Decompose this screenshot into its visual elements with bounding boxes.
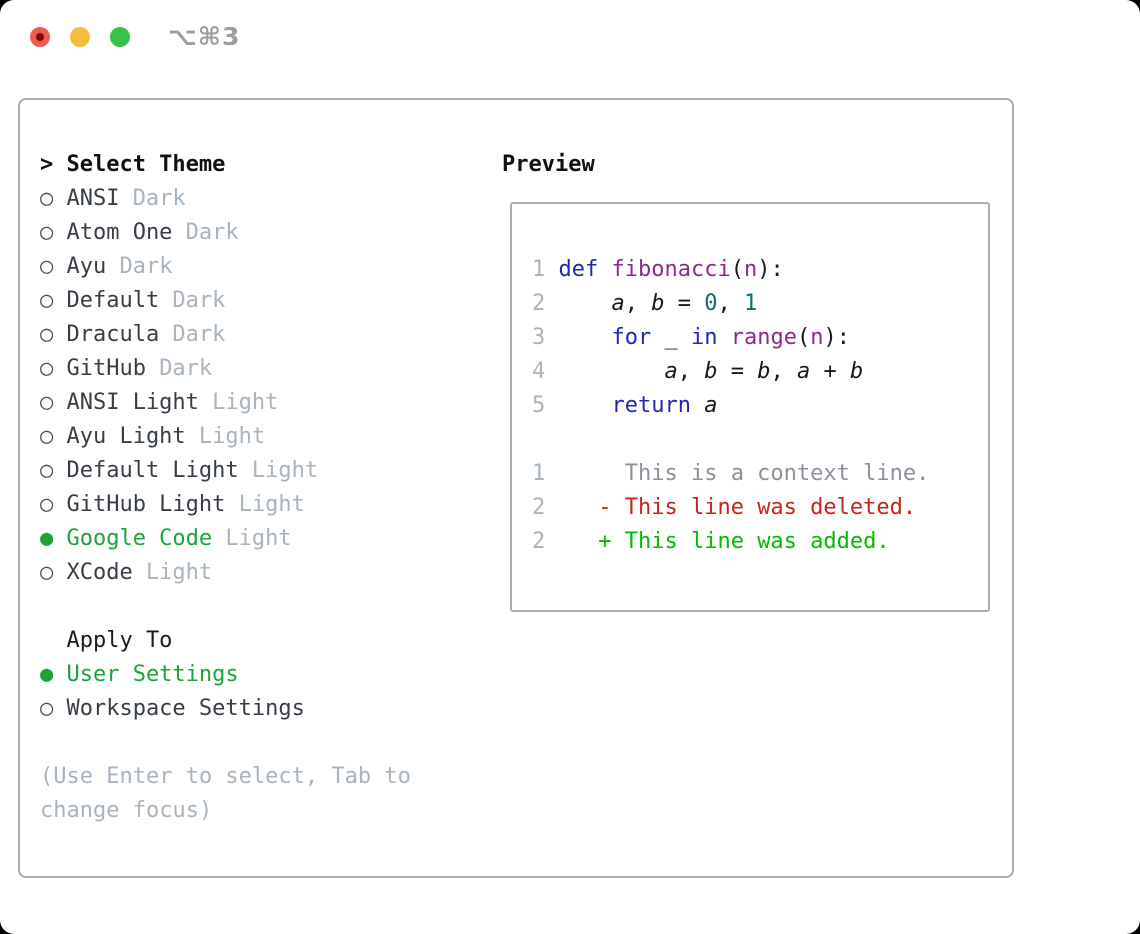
option-variant: Dark: [172, 288, 226, 313]
apply-to-label: Apply To: [66, 628, 173, 653]
line-number: 1: [532, 461, 546, 486]
option-label: Atom One: [66, 220, 173, 245]
theme-option[interactable]: ○ Default Dark: [40, 284, 480, 318]
option-variant: Light: [212, 390, 279, 415]
preview-line: 4 a, b = b, a + b: [532, 359, 864, 384]
minimize-button[interactable]: [70, 27, 90, 47]
preview-line: 2 - This line was deleted.: [532, 495, 917, 520]
radio-unselected-icon[interactable]: ○: [40, 560, 54, 585]
radio-unselected-icon[interactable]: ○: [40, 696, 54, 721]
cursor-icon: >: [40, 152, 54, 177]
option-variant: Dark: [185, 220, 239, 245]
option-variant: Light: [238, 492, 305, 517]
help-text: (Use Enter to select, Tab to change focu…: [40, 764, 411, 823]
zoom-button[interactable]: [110, 27, 130, 47]
option-variant: Light: [251, 458, 319, 483]
apply-option[interactable]: ● User Settings: [40, 658, 480, 692]
theme-option[interactable]: ○ Default Light Light: [40, 454, 480, 488]
theme-option[interactable]: ○ Ayu Dark: [40, 250, 480, 284]
apply-to-list: ● User Settings ○ Workspace Settings: [40, 658, 480, 726]
option-label: Dracula: [66, 322, 160, 347]
line-number: 5: [532, 393, 546, 418]
radio-selected-icon[interactable]: ●: [40, 662, 54, 687]
option-label: User Settings: [66, 662, 239, 687]
option-variant: Light: [198, 424, 266, 449]
close-dot-icon: [36, 33, 44, 41]
option-label: ANSI Light: [66, 390, 199, 415]
theme-option[interactable]: ○ Dracula Dark: [40, 318, 480, 352]
option-label: Default Light: [66, 458, 239, 483]
theme-option[interactable]: ○ GitHub Light Light: [40, 488, 480, 522]
theme-option[interactable]: ● Google Code Light: [40, 522, 480, 556]
preview-line: 1 def fibonacci(n):: [532, 257, 784, 282]
window-title: ⌥⌘3: [168, 22, 241, 51]
option-variant: Dark: [119, 254, 173, 279]
radio-unselected-icon[interactable]: ○: [40, 322, 54, 347]
radio-unselected-icon[interactable]: ○: [40, 424, 54, 449]
option-label: Default: [66, 288, 160, 313]
option-variant: Dark: [172, 322, 226, 347]
apply-option[interactable]: ○ Workspace Settings: [40, 692, 480, 726]
radio-unselected-icon[interactable]: ○: [40, 254, 54, 279]
radio-unselected-icon[interactable]: ○: [40, 390, 54, 415]
theme-option[interactable]: ○ GitHub Dark: [40, 352, 480, 386]
theme-option[interactable]: ○ Atom One Dark: [40, 216, 480, 250]
option-label: Google Code: [66, 526, 213, 551]
option-label: Workspace Settings: [66, 696, 305, 721]
preview-line: 3 for _ in range(n):: [532, 325, 850, 350]
apply-to-indent: [40, 624, 53, 658]
radio-selected-icon[interactable]: ●: [40, 526, 54, 551]
option-label: GitHub Light: [66, 492, 226, 517]
line-number: 2: [532, 291, 546, 316]
line-number: 1: [532, 257, 546, 282]
radio-unselected-icon[interactable]: ○: [40, 492, 54, 517]
preview-line: 2 + This line was added.: [532, 529, 890, 554]
radio-unselected-icon[interactable]: ○: [40, 458, 54, 483]
theme-option[interactable]: ○ Ayu Light Light: [40, 420, 480, 454]
preview-line: [532, 423, 988, 457]
option-label: Ayu Light: [66, 424, 186, 449]
theme-option[interactable]: ○ ANSI Light Light: [40, 386, 480, 420]
radio-unselected-icon[interactable]: ○: [40, 288, 54, 313]
preview-line: 5 return a: [532, 393, 718, 418]
preview-box: 1 def fibonacci(n): 2 a, b = 0, 1 3 for _ …: [510, 202, 990, 612]
apply-to-header: Apply To: [40, 624, 480, 658]
option-label: ANSI: [66, 186, 120, 211]
radio-unselected-icon[interactable]: ○: [40, 356, 54, 381]
line-number: 2: [532, 529, 546, 554]
titlebar: [30, 26, 150, 48]
option-variant: Dark: [159, 356, 213, 381]
theme-option[interactable]: ○ ANSI Dark: [40, 182, 480, 216]
preview-header: Preview: [502, 152, 595, 177]
preview-code: 1 def fibonacci(n): 2 a, b = 0, 1 3 for _ …: [512, 204, 988, 559]
radio-unselected-icon[interactable]: ○: [40, 186, 54, 211]
option-variant: Dark: [132, 186, 186, 211]
line-number: 3: [532, 325, 546, 350]
line-number: 4: [532, 359, 546, 384]
select-theme-header: > Select Theme: [40, 148, 480, 182]
option-label: XCode: [66, 560, 133, 585]
close-button[interactable]: [30, 27, 50, 47]
option-label: Ayu: [66, 254, 107, 279]
option-variant: Light: [225, 526, 292, 551]
option-variant: Light: [145, 560, 213, 585]
select-theme-label: Select Theme: [66, 152, 226, 177]
theme-option[interactable]: ○ XCode Light: [40, 556, 480, 590]
radio-unselected-icon[interactable]: ○: [40, 220, 54, 245]
line-number: 2: [532, 495, 546, 520]
preview-line: 2 a, b = 0, 1: [532, 291, 758, 316]
preview-line: 1 This is a context line.: [532, 461, 930, 486]
option-label: GitHub: [66, 356, 146, 381]
